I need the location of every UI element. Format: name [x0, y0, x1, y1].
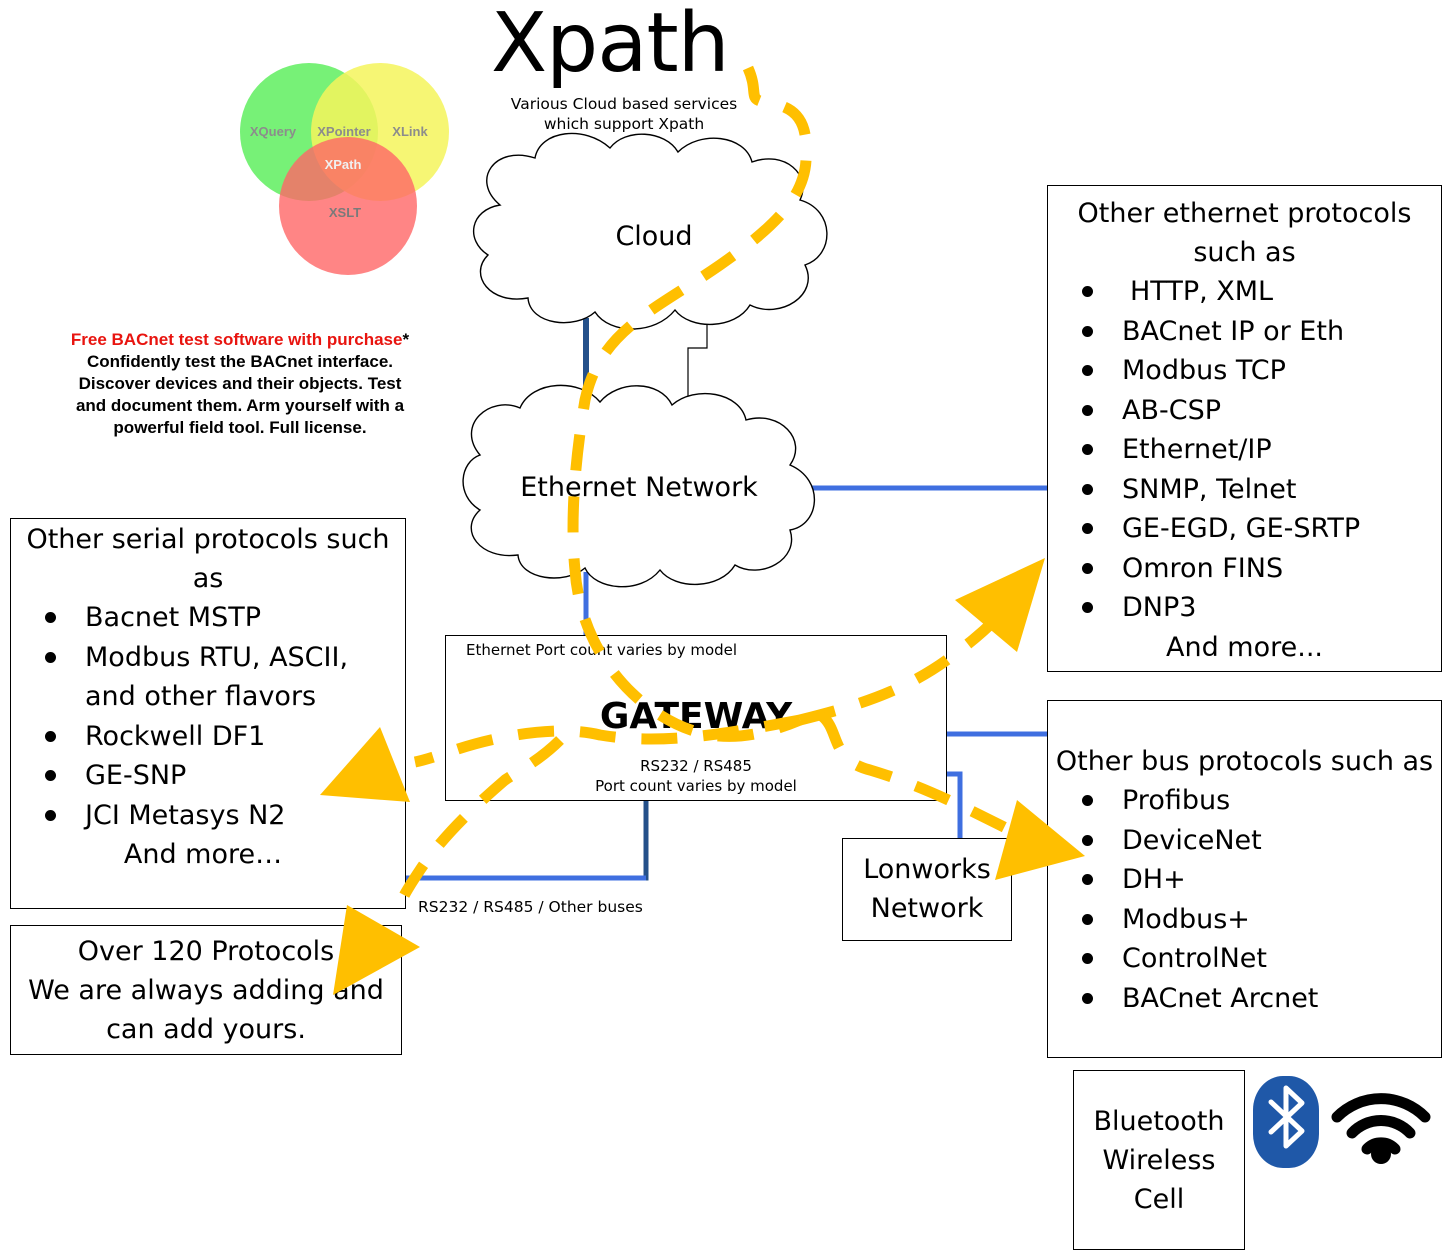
gateway-title: GATEWAY	[599, 696, 793, 737]
list-item: Modbus TCP	[1082, 351, 1441, 391]
bus-protocol-list: Profibus DeviceNet DH+ Modbus+ ControlNe…	[1048, 781, 1441, 1018]
list-item: DeviceNet	[1082, 821, 1441, 861]
promo-text: Free BACnet test software with purchase*…	[10, 329, 470, 439]
list-item: GE-EGD, GE-SRTP	[1082, 509, 1441, 549]
list-item: BACnet Arcnet	[1082, 979, 1441, 1019]
cloud-label: Cloud	[615, 221, 693, 252]
ethernet-protocol-list: HTTP, XML BACnet IP or Eth Modbus TCP AB…	[1048, 272, 1441, 628]
gateway-to-lonworks-line	[947, 771, 963, 838]
venn-label-xslt: XSLT	[329, 205, 361, 220]
gateway-box[interactable]: Ethernet Port count varies by model GATE…	[445, 635, 947, 801]
list-item: GE-SNP	[45, 756, 405, 796]
lonworks-network-box: Lonworks Network	[842, 838, 1012, 941]
bluetooth-icon	[1253, 1076, 1319, 1168]
list-item-continuation: and other flavors	[85, 681, 317, 712]
list-item: Bacnet MSTP	[45, 598, 405, 638]
promo-headline: Free BACnet test software with purchase	[70, 330, 403, 349]
gateway-ethernet-port-note: Ethernet Port count varies by model	[466, 641, 738, 659]
gateway-to-serial-line	[404, 800, 649, 881]
serial-protocol-list: Bacnet MSTP Modbus RTU, ASCII, and other…	[11, 598, 405, 835]
list-item: BACnet IP or Eth	[1082, 312, 1441, 352]
venn-label-xquery: XQuery	[250, 124, 297, 139]
list-item: AB-CSP	[1082, 391, 1441, 431]
venn-circle-xslt	[279, 137, 417, 275]
list-item: Omron FINS	[1082, 549, 1441, 589]
bus-protocols-box: Other bus protocols such as Profibus Dev…	[1047, 700, 1442, 1058]
serial-more-text: And more…	[123, 839, 283, 870]
venn-diagram: XQuery XPointer XLink XPath XSLT	[240, 63, 449, 275]
list-item: SNMP, Telnet	[1082, 470, 1441, 510]
page-title: Xpath	[491, 0, 730, 91]
venn-label-xlink: XLink	[392, 124, 428, 139]
list-item: HTTP, XML	[1082, 272, 1441, 312]
promo-headline-line: Free BACnet test software with purchase*	[10, 329, 470, 351]
list-item: ControlNet	[1082, 939, 1441, 979]
serial-protocols-box: Other serial protocols such as Bacnet MS…	[10, 518, 406, 909]
wireless-box: Bluetooth Wireless Cell	[1073, 1070, 1245, 1250]
list-item: DH+	[1082, 860, 1441, 900]
promo-asterisk: *	[402, 330, 410, 349]
list-item: DNP3	[1082, 588, 1441, 628]
serial-bus-label: RS232 / RS485 / Other buses	[418, 898, 643, 916]
list-item: Rockwell DF1	[45, 717, 405, 757]
list-item: JCI Metasys N2	[45, 796, 405, 836]
list-item: Profibus	[1082, 781, 1441, 821]
list-item: Modbus+	[1082, 900, 1441, 940]
list-item: Modbus RTU, ASCII,	[45, 638, 405, 678]
ethernet-protocols-box: Other ethernet protocols such as HTTP, X…	[1047, 185, 1442, 672]
protocols-count-box: Over 120 Protocols We are always adding …	[10, 925, 402, 1055]
ethernet-more-text: And more...	[1166, 631, 1323, 663]
list-item: Ethernet/IP	[1082, 430, 1441, 470]
venn-label-xpointer: XPointer	[317, 124, 370, 139]
cloud-services-caption: Various Cloud based services which suppo…	[510, 95, 738, 133]
gateway-serial-note: RS232 / RS485 Port count varies by model	[595, 757, 797, 795]
ethernet-network-label: Ethernet Network	[520, 472, 758, 503]
venn-label-xpath: XPath	[325, 157, 362, 172]
wifi-icon	[1331, 1093, 1431, 1164]
